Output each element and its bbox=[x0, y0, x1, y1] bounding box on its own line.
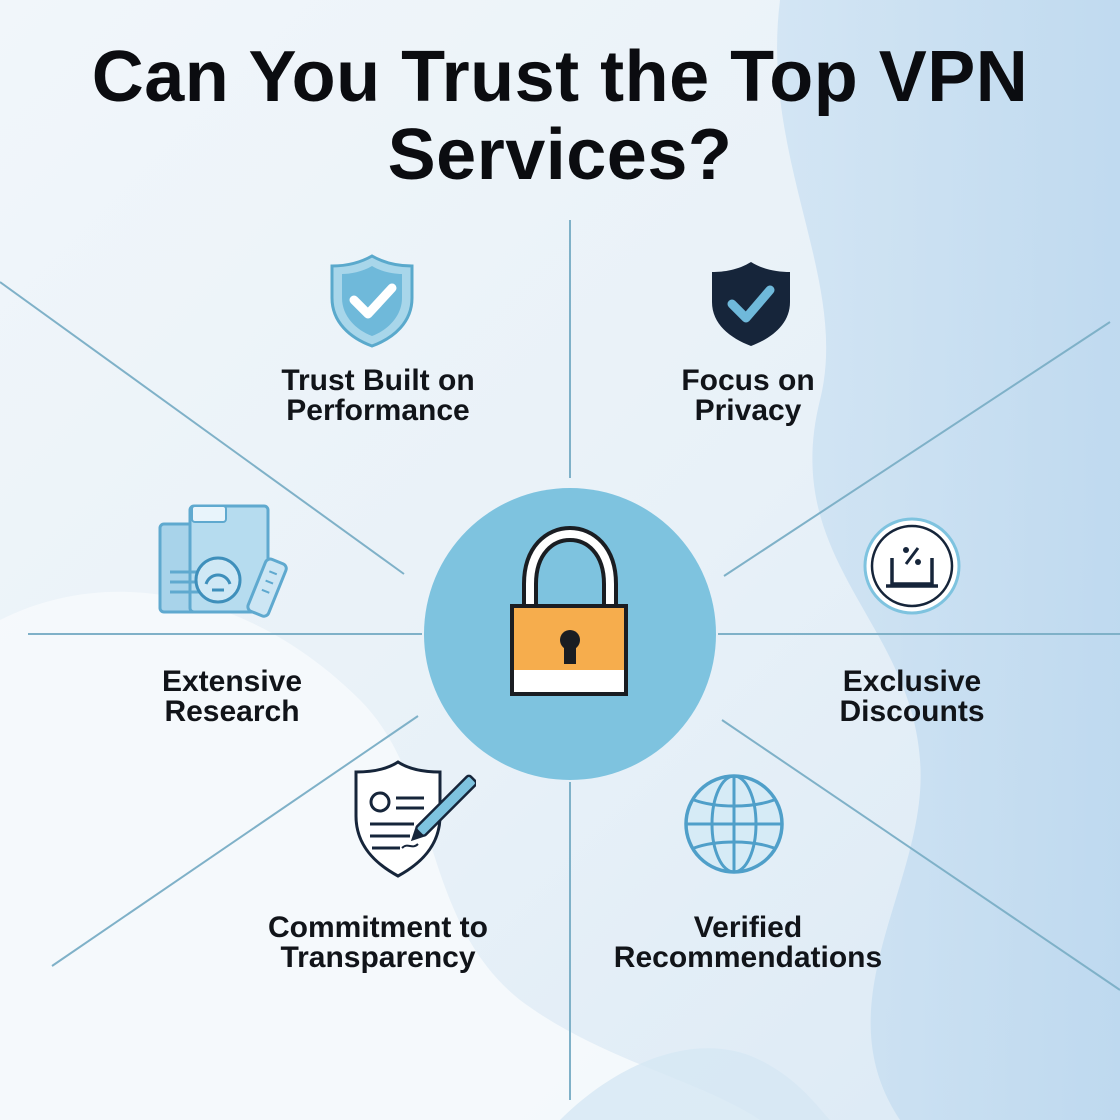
title-line-1: Can You Trust the Top VPN bbox=[91, 37, 1029, 117]
document-pen-icon bbox=[352, 758, 478, 887]
divider-upper-left bbox=[0, 281, 405, 575]
dark-shield-check-icon bbox=[710, 260, 792, 353]
label-transparency: Commitment to Transparency bbox=[268, 911, 488, 974]
label-verified: Verified Recommendations bbox=[613, 911, 883, 974]
page-title: Can You Trust the Top VPN Services? bbox=[0, 38, 1120, 194]
center-lock bbox=[424, 488, 716, 780]
divider-lines bbox=[0, 220, 1120, 1100]
documents-icon bbox=[156, 502, 296, 623]
padlock-icon bbox=[424, 488, 716, 780]
label-privacy: Focus on Privacy bbox=[681, 364, 815, 427]
discount-laptop-icon bbox=[862, 516, 962, 621]
divider-lower-right bbox=[721, 719, 1120, 991]
label-discounts: Exclusive Discounts bbox=[839, 665, 985, 728]
divider-upper-right bbox=[723, 321, 1111, 577]
globe-icon bbox=[682, 772, 786, 881]
bottom-wave bbox=[560, 1048, 830, 1120]
label-research: Extensive Research bbox=[161, 665, 303, 728]
divider-lower-left bbox=[51, 715, 419, 967]
title-line-2: Services? bbox=[387, 115, 733, 195]
shield-check-icon bbox=[328, 254, 416, 353]
label-trust: Trust Built on Performance bbox=[281, 364, 475, 427]
